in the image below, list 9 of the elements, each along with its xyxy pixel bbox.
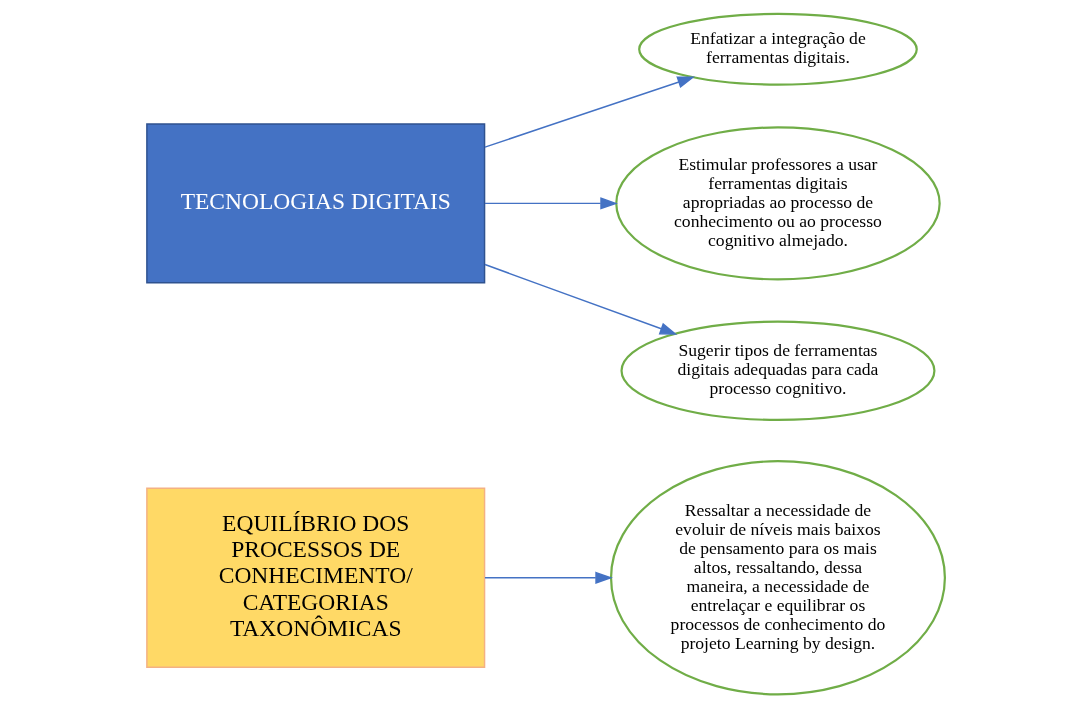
arrow bbox=[484, 76, 695, 148]
arrow bbox=[484, 197, 618, 210]
node-ellipse: Enfatizar a integração de ferramentas digitais. bbox=[638, 12, 918, 86]
node-ellipse: Ressaltar a necessidade de evoluir de níveis mais baixos de pensamento para os mais altos, ressaltando, dessa maneira, a necessidade de entrelaçar e equilibrar os processos de conhecimento do projeto Learning by design. bbox=[609, 460, 946, 696]
arrow bbox=[484, 571, 613, 584]
node-box: EQUILÍBRIO DOS PROCESSOS DE CONHECIMENTO/ CATEGORIAS TAXONÔMICAS bbox=[146, 487, 486, 669]
node-ellipse: Estimular professores a usar ferramentas digitais apropriadas ao processo de conhecimento ou ao processo cognitivo almejado. bbox=[615, 126, 941, 281]
node-box: TECNOLOGIAS DIGITAIS bbox=[146, 123, 486, 284]
arrow bbox=[484, 263, 678, 335]
